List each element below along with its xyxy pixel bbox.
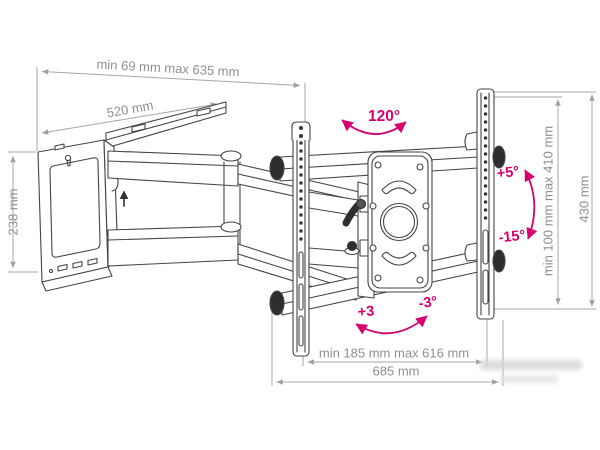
keyhole-slot <box>64 154 72 162</box>
dim-line-520 <box>41 102 218 135</box>
dim-horiz-range-label: min 185 mm max 616 mm <box>318 345 470 361</box>
dim-vert-range-label: min 100 mm max 410 mm <box>540 125 556 277</box>
dim-238-label: 238 mm <box>5 188 21 236</box>
wall-plate <box>37 139 120 292</box>
lower-arm <box>107 225 239 267</box>
level-plus-label: +3 <box>357 303 375 321</box>
left-tv-rail <box>291 121 311 357</box>
left-rail-holes <box>299 133 303 241</box>
tilt-down-label: -15° <box>497 227 527 247</box>
wall-plate-flange <box>41 266 113 292</box>
up-arrow-icon <box>119 190 129 207</box>
left-rail-top-clamp <box>291 121 311 141</box>
level-adjust-arc <box>355 315 428 335</box>
vesa-holes <box>369 161 430 284</box>
wall-plate-cutout <box>49 157 101 258</box>
upper-elbow-pivot <box>220 150 242 162</box>
dimension-lines <box>8 67 596 386</box>
tilt-up-label: +5° <box>496 163 520 183</box>
crossbar-end-cap-left-lower <box>269 290 285 316</box>
left-rail-slot-2 <box>298 283 304 311</box>
tension-lever <box>342 198 367 256</box>
angle-annotations <box>341 119 538 335</box>
crossbar-end-cap-left-upper <box>269 155 285 181</box>
right-rail-hook-lower <box>464 242 478 262</box>
mount-assembly <box>37 88 506 357</box>
right-rail-slot-2 <box>482 269 489 305</box>
crossbar-end-cap-right-upper <box>492 145 506 169</box>
right-rail-hook-upper <box>464 131 478 151</box>
swivel-range-arc <box>341 119 407 135</box>
level-minus-label: -3° <box>417 293 439 313</box>
vesa-center-opening <box>379 202 419 242</box>
upper-arm <box>107 150 239 187</box>
tilt-range-arc <box>524 169 538 240</box>
dim-line-top-extension <box>41 69 301 88</box>
dim-685-label: 685 mm <box>372 363 420 379</box>
right-rail-slot-1 <box>482 229 489 265</box>
lower-elbow-pivot <box>220 221 242 233</box>
left-rail-slot-1 <box>298 251 304 279</box>
lever-bolt <box>347 241 357 251</box>
tilt-slot-bottom <box>381 251 417 266</box>
tilt-slot-top <box>381 180 417 195</box>
swivel-angle-label: 120° <box>367 108 401 125</box>
dim-430-label: 430 mm <box>576 175 592 223</box>
crossbar-end-cap-right-lower <box>492 249 506 273</box>
top-support-bracket <box>105 101 227 149</box>
right-rail-holes <box>483 96 488 220</box>
watermark-blur <box>478 356 598 392</box>
left-rail-slot-3 <box>298 315 304 347</box>
vesa-tilt-plate <box>367 151 433 293</box>
right-tv-rail <box>464 88 506 320</box>
